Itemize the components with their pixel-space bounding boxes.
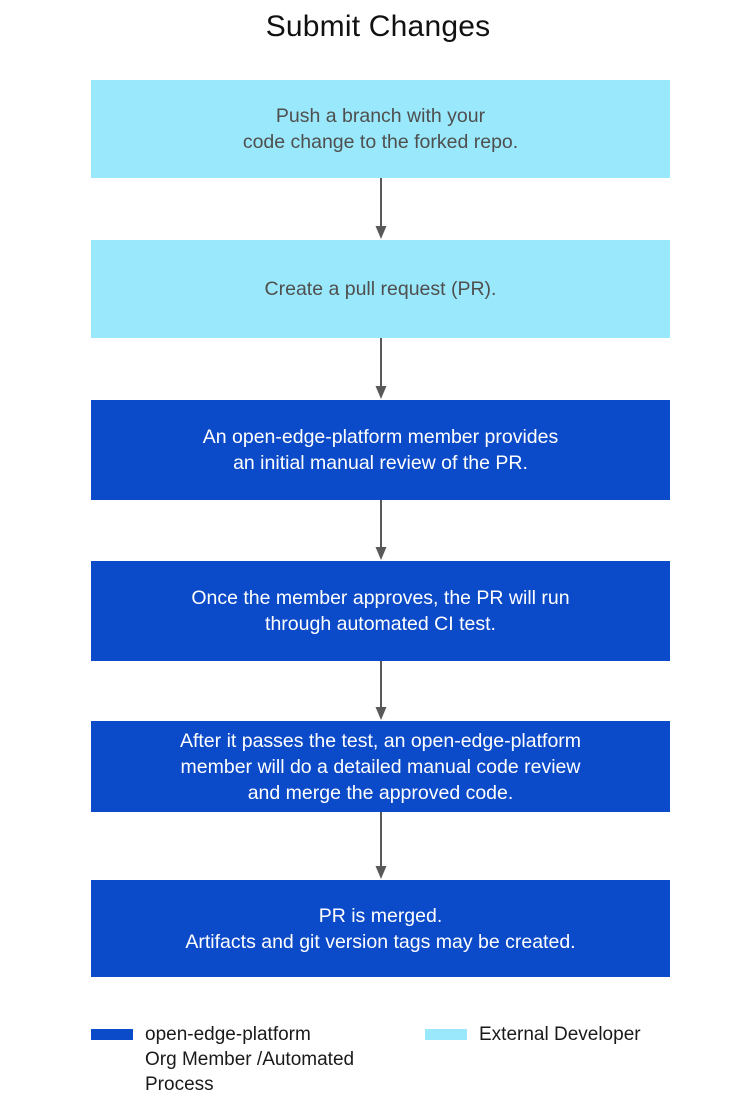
flow-step-initial-review: An open-edge-platform member provides an… bbox=[91, 400, 670, 500]
flow-step-label: An open-edge-platform member provides an… bbox=[202, 426, 559, 474]
flow-step-label: Push a branch with your code change to t… bbox=[242, 105, 519, 153]
legend-swatch-external-developer bbox=[425, 1029, 467, 1040]
flow-step-detailed-review: After it passes the test, an open-edge-p… bbox=[91, 721, 670, 812]
connector-detailed-review-to-pr-merged bbox=[374, 812, 388, 880]
connector-push-branch-to-create-pr bbox=[374, 178, 388, 240]
flow-step-label: PR is merged. Artifacts and git version … bbox=[185, 904, 576, 953]
flow-step-push-branch: Push a branch with your code change to t… bbox=[91, 80, 670, 178]
down-arrow-icon bbox=[375, 500, 387, 560]
down-arrow-icon bbox=[375, 178, 387, 239]
down-arrow-icon bbox=[375, 661, 387, 720]
legend-item-external-developer: External Developer bbox=[425, 1022, 745, 1047]
down-arrow-icon bbox=[375, 338, 387, 399]
down-arrow-icon bbox=[375, 812, 387, 879]
flow-step-pr-merged: PR is merged. Artifacts and git version … bbox=[91, 880, 670, 977]
flow-step-ci-test: Once the member approves, the PR will ru… bbox=[91, 561, 670, 661]
flow-step-create-pr: Create a pull request (PR). bbox=[91, 240, 670, 338]
legend-item-org-member: open-edge-platform Org Member /Automated… bbox=[91, 1022, 391, 1097]
legend-swatch-org-member bbox=[91, 1029, 133, 1040]
connector-initial-review-to-ci-test bbox=[374, 500, 388, 561]
flow-step-label: After it passes the test, an open-edge-p… bbox=[179, 729, 582, 804]
page-title: Submit Changes bbox=[265, 10, 491, 43]
legend-label-org-member: open-edge-platform Org Member /Automated… bbox=[145, 1024, 355, 1095]
flow-step-label: Create a pull request (PR). bbox=[264, 278, 497, 300]
flow-step-label: Once the member approves, the PR will ru… bbox=[191, 587, 570, 635]
connector-create-pr-to-initial-review bbox=[374, 338, 388, 400]
legend: open-edge-platform Org Member /Automated… bbox=[0, 1014, 756, 1100]
legend-label-external-developer: External Developer bbox=[479, 1024, 641, 1045]
connector-ci-test-to-detailed-review bbox=[374, 661, 388, 721]
